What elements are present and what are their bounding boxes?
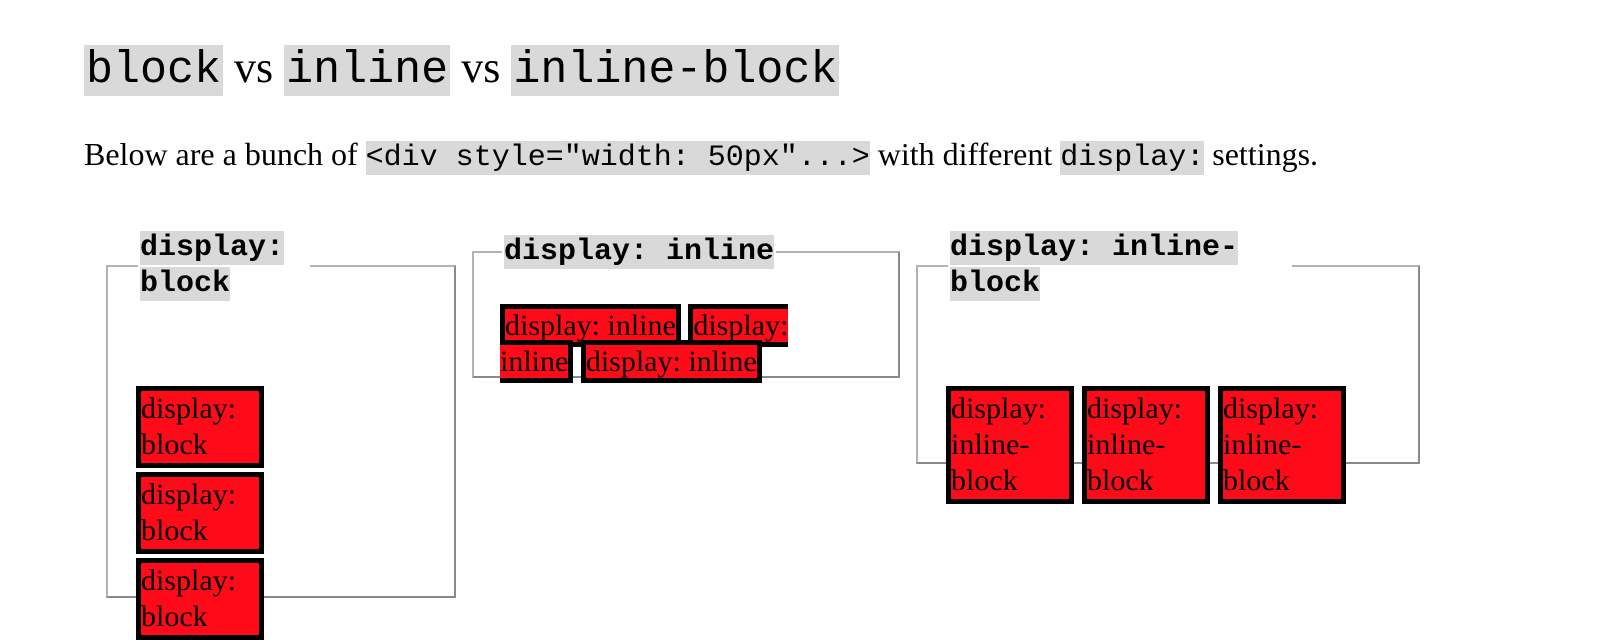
intro-code-display: display: [1060, 141, 1205, 175]
title-code-inline-block: inline-block [511, 45, 840, 96]
inline-block-fieldset: display: inline-block display: inline-bl… [916, 230, 1420, 504]
inline-items: display: inline display: inline display:… [500, 304, 836, 383]
inline-box-3: display: inline [580, 340, 762, 383]
block-legend: display: block [138, 230, 310, 302]
page-title: block vs inline vs inline-block [84, 40, 840, 99]
block-box-1: display: block [136, 386, 264, 468]
intro-text-middle: with different [869, 136, 1061, 172]
block-legend-text: display: block [140, 231, 285, 301]
inline-block-box-2: display: inline-block [1082, 386, 1210, 504]
title-code-block: block [84, 45, 224, 96]
title-vs-2: vs [450, 43, 512, 92]
block-fieldset: display: block display: block display: b… [106, 230, 456, 640]
inline-block-legend: display: inline-block [948, 230, 1292, 302]
intro-paragraph: Below are a bunch of <div style="width: … [84, 134, 1414, 178]
intro-text-after: settings. [1204, 136, 1319, 172]
intro-text-before: Below are a bunch of [84, 136, 366, 172]
inline-block-box-3: display: inline-block [1218, 386, 1346, 504]
inline-legend-text: display: inline [504, 235, 775, 269]
block-box-2: display: block [136, 472, 264, 554]
title-vs-1: vs [223, 43, 285, 92]
inline-legend: display: inline [502, 234, 776, 270]
inline-block-items: display: inline-blockdisplay: inline-blo… [946, 386, 1354, 504]
inline-fieldset: display: inline display: inline display:… [472, 234, 900, 383]
inline-block-box-1: display: inline-block [946, 386, 1074, 504]
block-items: display: block display: block display: b… [136, 386, 264, 644]
title-code-inline: inline [284, 45, 451, 96]
intro-code-div: <div style="width: 50px"...> [365, 141, 870, 175]
inline-block-legend-text: display: inline-block [950, 231, 1239, 301]
